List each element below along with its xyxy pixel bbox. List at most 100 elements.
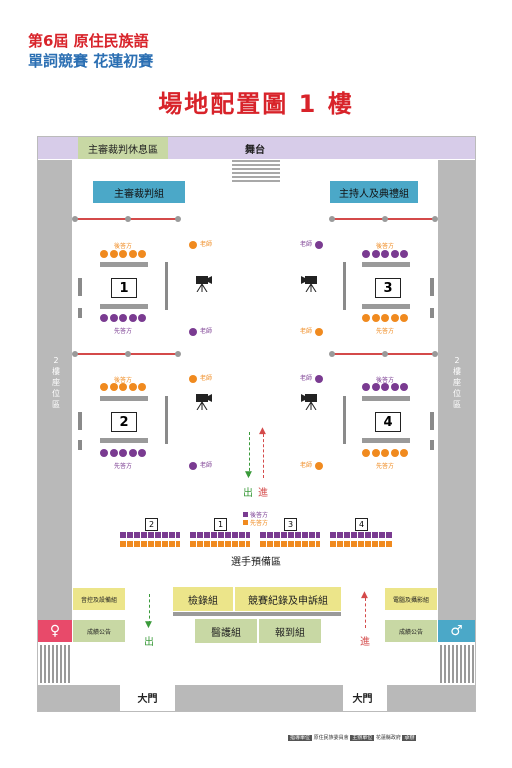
divider-line-4 — [329, 350, 438, 357]
table-bar — [100, 262, 148, 267]
judge-desk — [343, 262, 346, 310]
host-group: 主持人及典禮組 — [330, 181, 418, 203]
table-bar — [362, 396, 410, 401]
waiting-seat-number: 3 — [284, 518, 297, 531]
front-label: 先答方 — [376, 463, 395, 470]
side-desk — [78, 308, 82, 318]
record-appeal-group: 競賽紀錄及申訴組 — [235, 587, 341, 611]
stage-label: 舞台 — [245, 144, 265, 156]
page-title: 場地配置圖 1 樓 — [158, 90, 354, 118]
legend-back-text: 後答方 — [250, 512, 269, 519]
team-number: 1 — [111, 278, 137, 298]
legend-back: 後答方 — [243, 510, 268, 519]
main-door-left: 大門 — [137, 693, 158, 705]
table-bar — [100, 304, 148, 309]
back-label: 後答方 — [376, 377, 395, 384]
teacher-text: 老師 — [300, 462, 313, 469]
teacher-text: 老師 — [200, 375, 213, 382]
front-seats — [100, 314, 146, 322]
gate-grille — [438, 645, 475, 683]
teacher-label: 老師 — [186, 239, 212, 249]
divider-line-2 — [329, 215, 438, 222]
teacher-text: 老師 — [300, 241, 313, 248]
camera-icon — [196, 394, 212, 410]
side-desk — [430, 412, 434, 430]
main-door-right: 大門 — [352, 693, 373, 705]
exit-label: 出 — [243, 488, 253, 499]
waiting-seats-purple — [120, 532, 180, 538]
divider-line-1 — [72, 215, 181, 222]
entry-label: 進 — [258, 488, 268, 499]
divider-line-3 — [72, 350, 181, 357]
side-desk — [78, 440, 82, 450]
footer-org-2: 花蓮縣政府 — [375, 735, 401, 741]
table-bar — [100, 396, 148, 401]
side-desk — [430, 278, 434, 296]
team-number: 3 — [375, 278, 401, 298]
bottom-wall — [387, 685, 475, 711]
back-label: 後答方 — [376, 243, 395, 250]
waiting-seats-purple — [260, 532, 320, 538]
photo-group: 電腦及攝影組 — [385, 588, 437, 610]
table-bar — [362, 438, 410, 443]
waiting-area-label: 選手預備區 — [231, 556, 281, 568]
restroom-female-icon: ♀ — [38, 620, 72, 642]
waiting-seats-orange — [330, 541, 392, 547]
legend-front: 先答方 — [243, 518, 268, 527]
back-seats — [362, 250, 408, 258]
judge-group: 主審裁判組 — [93, 181, 185, 203]
waiting-seats-orange — [190, 541, 250, 547]
judge-rest-area: 主審裁判休息區 — [78, 137, 168, 159]
footer-tag-1: 指導單位 — [288, 735, 313, 741]
entry-arrowhead-icon: ▲ — [361, 590, 368, 600]
waiting-seat-number: 2 — [145, 518, 158, 531]
teacher-label: 老師 — [300, 326, 326, 336]
judge-desk — [343, 396, 346, 444]
floor-border — [37, 136, 476, 712]
teacher-label: 老師 — [300, 373, 326, 383]
camera-icon — [301, 276, 317, 292]
judge-desk — [165, 262, 168, 310]
back-seats — [100, 250, 146, 258]
teacher-text: 老師 — [300, 328, 313, 335]
teacher-text: 老師 — [200, 462, 213, 469]
waiting-seats-purple — [330, 532, 392, 538]
gate-grille — [38, 645, 72, 683]
back-seats — [100, 383, 146, 391]
entry-label: 進 — [360, 637, 370, 648]
waiting-seats-purple — [190, 532, 250, 538]
footer-organizers: 指導單位 原住民族委員會 主辦單位 花蓮縣政府 承辦 — [288, 734, 417, 741]
front-seats — [362, 449, 408, 457]
teacher-text: 老師 — [200, 241, 213, 248]
front-seats — [100, 449, 146, 457]
front-label: 先答方 — [376, 328, 395, 335]
restroom-male-icon: ♂ — [438, 620, 475, 642]
report-group: 報到組 — [259, 619, 321, 643]
team-number: 4 — [375, 412, 401, 432]
back-label: 後答方 — [114, 243, 133, 250]
waiting-seat-number: 4 — [355, 518, 368, 531]
score-board-right: 成績公告 — [385, 620, 437, 642]
front-label: 先答方 — [114, 463, 133, 470]
waiting-seat-number: 1 — [214, 518, 227, 531]
teacher-label: 老師 — [300, 239, 326, 249]
exit-arrow-icon — [149, 594, 150, 624]
side-desk — [78, 412, 82, 430]
teacher-text: 老師 — [200, 328, 213, 335]
footer-tag-2: 主辦單位 — [350, 735, 375, 741]
exit-label: 出 — [144, 637, 154, 648]
table-strip — [173, 612, 341, 616]
footer-tag-3: 承辦 — [402, 735, 417, 741]
side-desk — [430, 308, 434, 318]
team-number: 2 — [111, 412, 137, 432]
footer-org-1: 原住民族委員會 — [313, 735, 349, 741]
camera-icon — [196, 276, 212, 292]
waiting-seats-orange — [260, 541, 320, 547]
bottom-wall — [175, 685, 343, 711]
table-bar — [362, 304, 410, 309]
teacher-label: 老師 — [186, 326, 212, 336]
entry-arrow-icon — [263, 434, 264, 478]
right-seating-wall — [438, 160, 475, 640]
legend-front-text: 先答方 — [250, 520, 269, 527]
audio-group: 音控及設備組 — [73, 588, 125, 610]
